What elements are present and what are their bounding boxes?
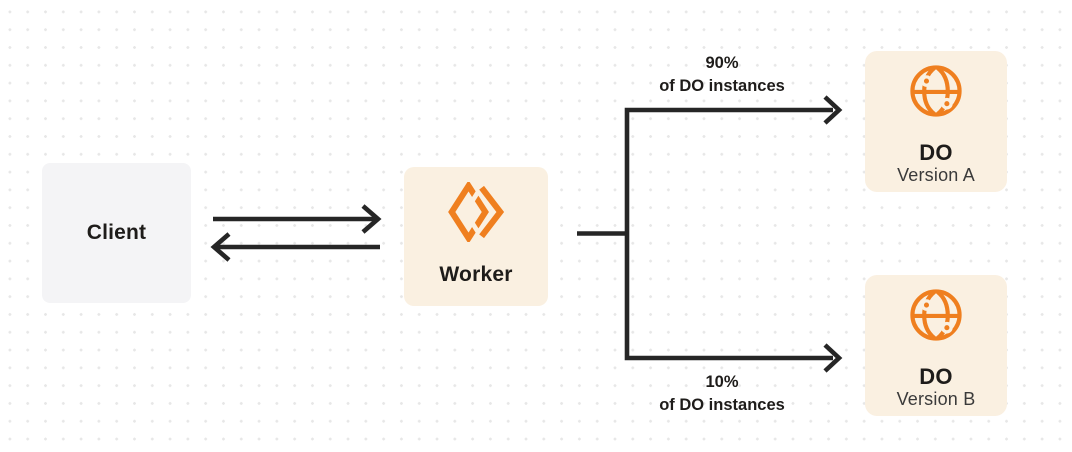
bottom-branch-arrowhead	[823, 343, 843, 373]
arrow-client-to-worker-head	[361, 204, 382, 234]
worker-label: Worker	[439, 263, 513, 286]
do-b-title: DO	[919, 364, 953, 389]
top-branch-caption: of DO instances	[659, 77, 785, 95]
client-node: Client	[42, 163, 191, 303]
worker-node: Worker	[404, 167, 548, 306]
cloudflare-workers-icon	[448, 182, 504, 242]
top-branch-arrowhead	[823, 95, 843, 125]
globe-icon	[910, 65, 962, 117]
top-branch-percent: 90%	[705, 54, 739, 72]
do-b-subtitle: Version B	[896, 389, 976, 409]
top-branch-label: 90% of DO instances	[597, 52, 847, 98]
do-version-a-node: DO Version A	[865, 51, 1007, 192]
globe-icon	[910, 289, 962, 341]
client-label: Client	[86, 221, 147, 244]
bottom-branch-percent: 10%	[705, 373, 739, 391]
do-a-title: DO	[919, 140, 953, 165]
bottom-branch-label: 10% of DO instances	[597, 371, 847, 417]
bottom-branch-caption: of DO instances	[659, 396, 785, 414]
do-a-subtitle: Version A	[897, 165, 975, 185]
do-version-b-node: DO Version B	[865, 275, 1007, 416]
fork-line	[624, 107, 833, 361]
arrow-worker-to-client-head	[210, 232, 231, 262]
